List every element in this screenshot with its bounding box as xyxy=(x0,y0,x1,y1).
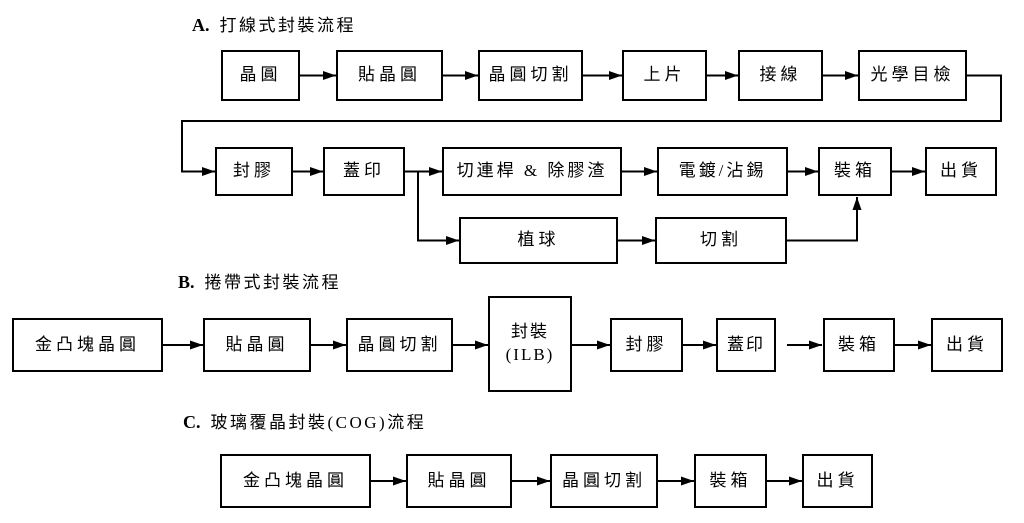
node-b-molding: 封膠 xyxy=(610,318,683,372)
node-a-plating: 電鍍/沾錫 xyxy=(657,147,788,196)
node-c-shipping: 出貨 xyxy=(802,454,873,508)
node-a-wire-bond: 接線 xyxy=(738,50,823,101)
node-c-wafer-mount: 貼晶圓 xyxy=(406,454,512,508)
node-a-shipping: 出貨 xyxy=(925,147,997,196)
node-b-ilb-line2: (ILB) xyxy=(505,345,555,364)
section-b-title: 捲帶式封裝流程 xyxy=(204,273,342,292)
node-b-packing: 裝箱 xyxy=(823,318,895,372)
node-b-shipping: 出貨 xyxy=(931,318,1003,372)
node-a-die-attach: 上片 xyxy=(622,50,707,101)
node-c-packing: 裝箱 xyxy=(694,454,767,508)
node-a-trim-deflash: 切連桿 & 除膠渣 xyxy=(442,147,622,196)
node-b-wafer-saw: 晶圓切割 xyxy=(346,318,453,372)
node-b-gold-bump-wafer: 金凸塊晶圓 xyxy=(12,318,163,372)
node-b-marking: 蓋印 xyxy=(716,318,776,372)
node-a-marking: 蓋印 xyxy=(323,147,405,196)
section-a-label: A. xyxy=(192,15,210,35)
section-c-label: C. xyxy=(183,412,201,432)
node-a-molding: 封膠 xyxy=(215,147,293,196)
section-a-heading: A. 打線式封裝流程 xyxy=(192,11,356,36)
node-c-wafer-saw: 晶圓切割 xyxy=(550,454,658,508)
node-a-wafer: 晶圓 xyxy=(221,50,300,101)
node-a-singulation: 切割 xyxy=(655,217,787,264)
node-b-ilb-bonding: 封裝 (ILB) xyxy=(488,296,572,392)
node-a-wafer-saw: 晶圓切割 xyxy=(478,50,583,101)
connector-a-merge-up xyxy=(787,197,862,242)
node-a-packing: 裝箱 xyxy=(818,147,892,196)
node-c-gold-bump-wafer: 金凸塊晶圓 xyxy=(220,454,371,508)
node-b-ilb-line1: 封裝 xyxy=(511,322,549,342)
section-c-title: 玻璃覆晶封裝(COG)流程 xyxy=(210,413,427,432)
section-a-title: 打線式封裝流程 xyxy=(219,16,356,35)
node-a-ball-mount: 植球 xyxy=(459,217,618,264)
node-b-wafer-mount: 貼晶圓 xyxy=(203,318,311,372)
node-a-wafer-mount: 貼晶圓 xyxy=(336,50,443,101)
section-b-label: B. xyxy=(178,272,195,292)
section-c-heading: C. 玻璃覆晶封裝(COG)流程 xyxy=(183,408,426,433)
node-a-optical-inspection: 光學目檢 xyxy=(858,50,967,101)
section-b-heading: B. 捲帶式封裝流程 xyxy=(178,268,341,293)
